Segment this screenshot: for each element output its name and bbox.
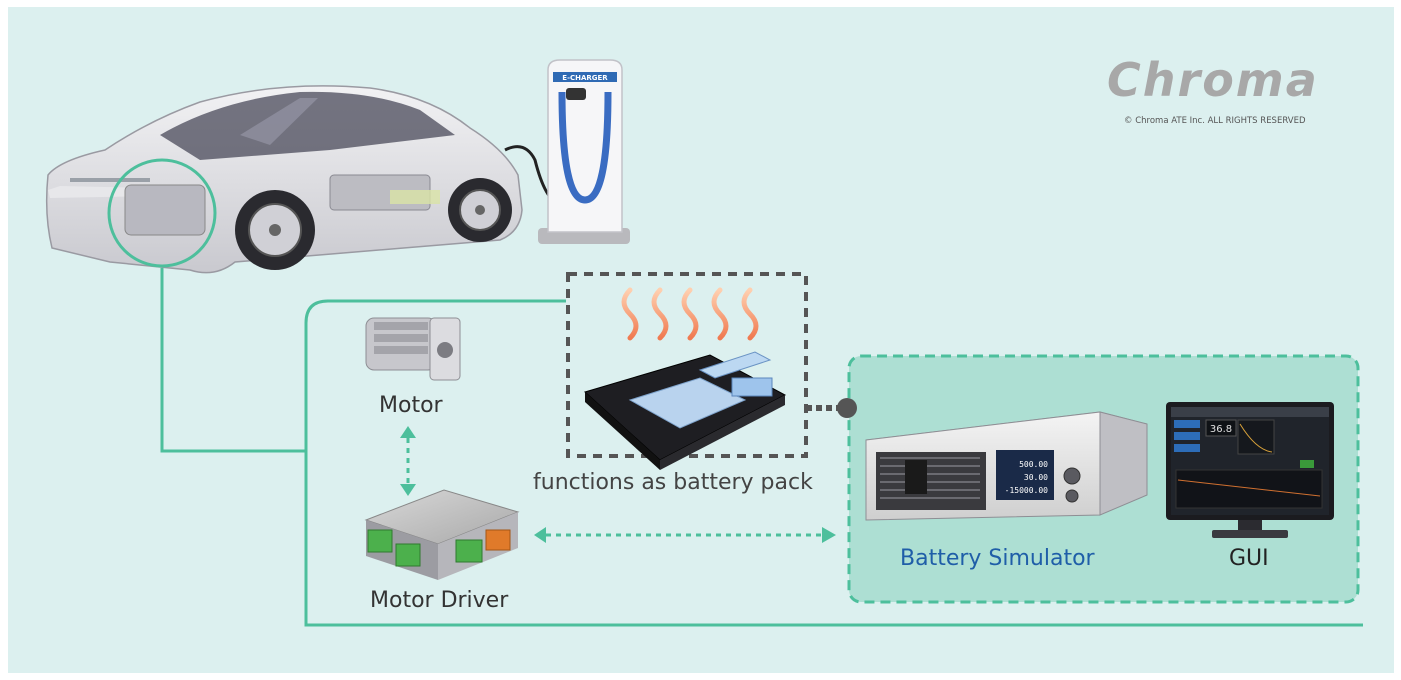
connection-lines — [160, 268, 1363, 627]
driver-connector-green-2 — [395, 543, 421, 567]
svg-text:30.00: 30.00 — [1024, 473, 1048, 482]
motor-label: Motor — [379, 393, 443, 418]
electric-car-illustration — [45, 85, 561, 274]
svg-text:500.00: 500.00 — [1019, 460, 1048, 469]
battery-pack-illustration — [584, 351, 787, 470]
car-to-system-line — [160, 268, 305, 453]
battery-simulator-instrument: 500.00 30.00 -15000.00 — [865, 411, 1148, 521]
driver-connector-green-1 — [367, 529, 393, 553]
motor-highlight-circle — [107, 158, 217, 268]
instrument-display — [996, 450, 1054, 500]
system-boundary-line — [304, 299, 1363, 627]
heat-waves — [621, 287, 759, 341]
ev-charger-illustration: E-CHARGER — [538, 59, 630, 244]
charger-label: E-CHARGER — [562, 74, 608, 82]
driver-connector-orange — [485, 529, 511, 551]
svg-text:-15000.00: -15000.00 — [1005, 486, 1049, 495]
svg-text:36.8: 36.8 — [1210, 424, 1232, 435]
pack-simulator-link — [806, 398, 857, 418]
driver-simulator-arrow — [534, 527, 836, 543]
motor-driver-illustration — [364, 489, 520, 580]
motor-illustration — [365, 317, 461, 381]
motor-driver-label: Motor Driver — [370, 588, 509, 613]
battery-pack-box — [566, 272, 808, 458]
driver-connector-green-3 — [455, 539, 483, 563]
copyright-text: © Chroma ATE Inc. ALL RIGHTS RESERVED — [1124, 116, 1306, 126]
battery-pack-label: functions as battery pack — [533, 470, 813, 495]
chroma-logo: Chroma — [1107, 53, 1319, 107]
battery-simulator-label: Battery Simulator — [900, 546, 1095, 571]
gui-monitor: 36.8 — [1166, 402, 1334, 538]
gui-label: GUI — [1229, 546, 1269, 571]
motor-driver-arrow — [400, 426, 416, 496]
